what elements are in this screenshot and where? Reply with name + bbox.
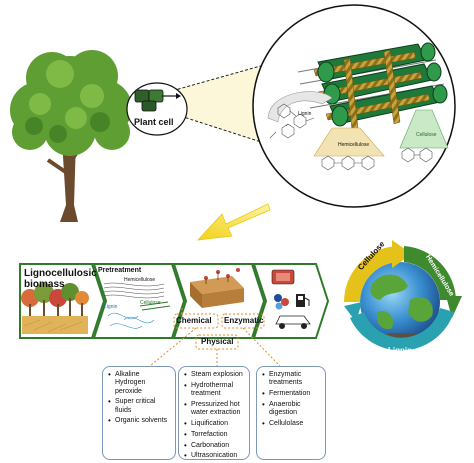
forest-illustration [21,283,89,334]
connector-lines [149,306,281,367]
biomass-title-line2: biomass [24,279,65,290]
list-item: Organic solvents [108,417,171,426]
list-item: Anaerobic digestion [262,401,321,418]
earth-land [370,274,433,330]
list-item: Enzymatic treatments [262,371,321,388]
cycle-arrow-lignin [350,308,454,351]
list-item: Alkaline Hydrogen peroxide [108,371,171,396]
chemical-methods-list: Alkaline Hydrogen peroxide Super critica… [103,367,175,426]
plant-cell-icon [134,89,181,112]
process-arrow [196,203,271,241]
list-item: Carbonation [184,442,245,451]
enzymatic-methods-list: Enzymatic treatments Fermentation Anaero… [257,367,325,429]
physical-label: Physical [201,337,234,346]
pretreatment-hemicellulose-label: Hemicellulose [124,277,156,283]
list-item: Steam explosion [184,371,245,380]
pretreatment-label: Pretreatment [98,267,142,274]
microfibril-bundle [297,42,448,131]
biomass-title: Lignocellulosic biomass [24,268,97,290]
products-illustration [271,269,311,329]
list-item: Fermentation [262,390,321,399]
hemicellulose-callout [313,127,385,171]
hemicellulose-callout-label: Hemicellulose [338,142,370,148]
cycle-arrow-cellulose [343,246,398,302]
chemical-methods-box: Alkaline Hydrogen peroxide Super critica… [102,366,176,460]
plant-cell-label: Plant cell [134,117,174,127]
list-item: Cellulolase [262,420,321,429]
enzymatic-methods-box: Enzymatic treatments Fermentation Anaero… [256,366,326,460]
physical-methods-box: Steam explosion Hydrothermal treatment P… [178,366,250,461]
list-item: Torrefaction [184,431,245,440]
list-item: Ultrasonication [184,452,245,461]
cellulose-callout-label: Cellulose [416,132,437,138]
enzymatic-label: Enzymatic [224,316,264,325]
list-item: Liquification [184,420,245,429]
stage-pretreatment [92,263,186,339]
list-item: Pressurized hot water extraction [184,401,245,418]
pretreatment-cellulose-label: Cellulose [140,300,161,306]
cycle-arrow-hemicellulose [404,246,456,300]
physical-methods-list: Steam explosion Hydrothermal treatment P… [179,367,249,461]
lignin-callout [267,91,333,139]
biomass-block-illustration [190,268,244,308]
chemical-label: Chemical [176,316,212,325]
lignin-callout-label: Lignin [298,111,312,117]
cellulose-callout [399,109,449,163]
biomass-title-line1: Lignocellulosic [24,268,97,279]
pretreatment-lignin-label: Lignin [104,304,118,310]
fiber-illustration [103,282,171,329]
list-item: Hydrothermal treatment [184,382,245,399]
list-item: Super critical fluids [108,398,171,415]
tree-illustration [10,50,132,222]
cycle-lignin-label: Lignin [388,346,412,355]
